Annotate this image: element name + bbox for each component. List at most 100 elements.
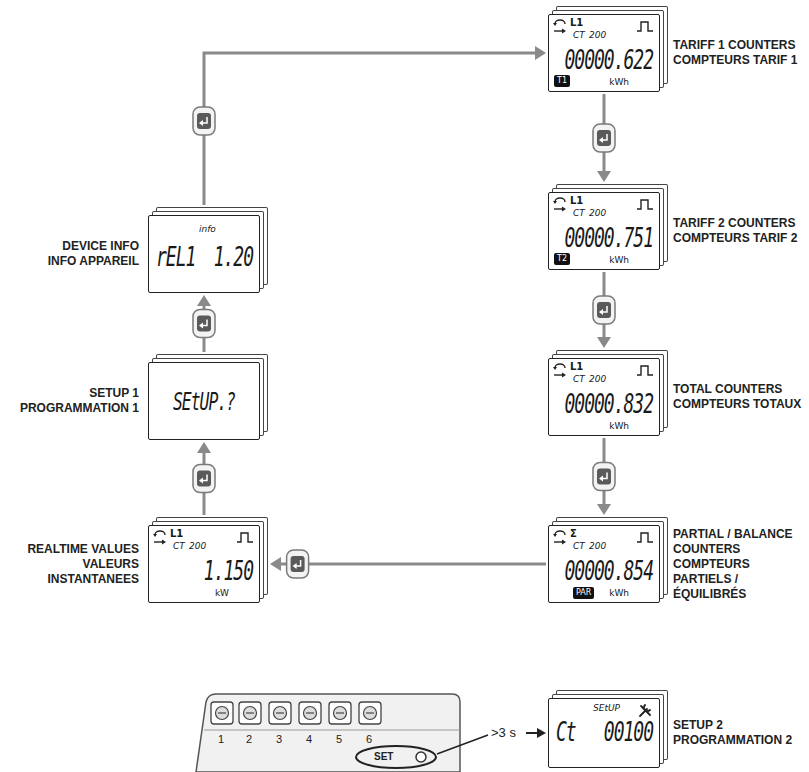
- caption-line: PROGRAMMATION 1: [3, 401, 139, 416]
- button-body: [193, 310, 215, 338]
- lcd-digits: 00000.832: [564, 390, 653, 417]
- lcd-indicator: 200: [589, 375, 606, 384]
- screen-caption: SETUP 2PROGRAMMATION 2: [673, 718, 806, 748]
- flow-arrow: [193, 295, 215, 352]
- rot-icon: [152, 529, 168, 545]
- lcd-indicator: CT: [573, 375, 585, 384]
- button-body: [593, 296, 615, 324]
- lcd-indicator: L1: [170, 529, 183, 539]
- arrowhead: [197, 295, 211, 306]
- screen-caption: TOTAL COUNTERSCOMPTEURS TOTAUX: [673, 382, 806, 412]
- button-key: [197, 113, 211, 129]
- caption-line: COMPTEURS TARIF 1: [673, 53, 806, 68]
- lcd-indicator: kWh: [609, 422, 629, 431]
- terminal-number: 4: [306, 733, 312, 745]
- lcd-indicator: SEtUP: [593, 704, 620, 713]
- enter-symbol-head: [199, 120, 203, 126]
- lcd-indicator: kWh: [609, 256, 629, 265]
- enter-button-icon: [193, 465, 215, 493]
- terminal-number: 6: [366, 733, 372, 745]
- lcd-digits: 00000.854: [564, 557, 653, 584]
- caption-line: INFO APPAREIL: [3, 254, 139, 269]
- lcd-indicator: CT: [573, 31, 585, 40]
- screw-slot: [246, 712, 254, 713]
- terminal-number: 3: [276, 733, 282, 745]
- lcd-digits: 00000.622: [564, 46, 653, 73]
- hold-time: >3 s: [491, 725, 516, 740]
- enter-symbol-head: [199, 478, 203, 484]
- button-key: [291, 556, 305, 572]
- enter-button-icon: [593, 296, 615, 324]
- enter-symbol-head: [199, 323, 203, 329]
- screw-slot: [336, 712, 344, 713]
- lcd-screen: L1CT2001.150kWREALTIME VALUESVALEURS INS…: [148, 525, 260, 603]
- button-body: [193, 465, 215, 493]
- button-key: [597, 469, 611, 485]
- meter-housing: [196, 694, 460, 772]
- set-button: [416, 752, 426, 762]
- lcd-digits: rEL1: [156, 243, 195, 270]
- button-body: [593, 463, 615, 491]
- tool-icon: [637, 702, 653, 718]
- flow-arrow: [193, 442, 215, 515]
- caption-line: COMPTEURS PARTIELS / ÉQUILIBRÉS: [673, 557, 806, 602]
- lcd-indicator: kWh: [609, 78, 629, 87]
- screen-caption: SETUP 1PROGRAMMATION 1: [3, 386, 139, 416]
- flow-arrow: [593, 94, 615, 182]
- rot-icon: [552, 362, 568, 378]
- rot-icon: [552, 18, 568, 34]
- enter-symbol-head: [293, 563, 297, 569]
- lcd-indicator: L1: [570, 18, 583, 28]
- set-button-highlight: [356, 746, 436, 768]
- pulse-icon: [637, 197, 653, 213]
- caption-line: SETUP 2: [673, 718, 806, 733]
- pulse-icon: [637, 363, 653, 379]
- lcd-digits: 1.150: [204, 557, 253, 584]
- terminal-socket: [269, 702, 291, 724]
- terminal-block: [211, 702, 381, 724]
- enter-button-icon: [593, 124, 615, 152]
- terminal-socket: [329, 702, 351, 724]
- terminal-number: 5: [336, 733, 342, 745]
- caption-line: TARIFF 1 COUNTERS: [673, 38, 806, 53]
- lcd-indicator: kW: [215, 589, 229, 598]
- lcd-screen: L1CT20000000.832kWhTOTAL COUNTERSCOMPTEU…: [548, 358, 660, 436]
- lcd-indicator: 200: [589, 209, 606, 218]
- lcd-screen: L1CT20000000.622kWhT1TARIFF 1 COUNTERSCO…: [548, 14, 660, 92]
- lcd-screen: inforEL11.20DEVICE INFOINFO APPAREIL: [148, 215, 260, 293]
- arrowhead: [597, 171, 611, 182]
- screen-caption: DEVICE INFOINFO APPAREIL: [3, 239, 139, 269]
- terminal-socket: [359, 702, 381, 724]
- mode-badge: PAR: [573, 587, 594, 599]
- lcd-indicator: Σ: [570, 529, 577, 539]
- terminal-screw: [244, 707, 257, 720]
- caption-line: REALTIME VALUES: [3, 542, 139, 557]
- screw-slot: [218, 712, 226, 713]
- screw-slot: [366, 712, 374, 713]
- caption-line: PARTIAL / BALANCE COUNTERS: [673, 527, 806, 557]
- lcd-digits: 1.20: [214, 243, 253, 270]
- button-body: [593, 124, 615, 152]
- enter-symbol-head: [599, 476, 603, 482]
- caption-line: TARIFF 2 COUNTERS: [673, 216, 806, 231]
- lcd-indicator: 200: [589, 542, 606, 551]
- lcd-indicator: CT: [573, 209, 585, 218]
- lcd-indicator: CT: [573, 542, 585, 551]
- housing-edge: [204, 730, 460, 731]
- lcd-indicator: L1: [570, 362, 583, 372]
- arrowhead: [597, 504, 611, 515]
- button-body: [193, 107, 215, 135]
- leader-line: [437, 735, 488, 754]
- arrowhead: [597, 337, 611, 348]
- enter-symbol-head: [599, 137, 603, 143]
- screw-slot: [276, 712, 284, 713]
- screen-caption: TARIFF 1 COUNTERSCOMPTEURS TARIF 1: [673, 38, 806, 68]
- terminal-screw: [364, 707, 377, 720]
- caption-line: PROGRAMMATION 2: [673, 733, 806, 748]
- button-label: SET: [374, 751, 393, 762]
- terminal-screw: [334, 707, 347, 720]
- mode-badge: T2: [554, 253, 570, 265]
- terminal-screw: [304, 707, 317, 720]
- lcd-screen: L1CT20000000.751kWhT2TARIFF 2 COUNTERSCO…: [548, 192, 660, 270]
- terminal-screw: [216, 707, 229, 720]
